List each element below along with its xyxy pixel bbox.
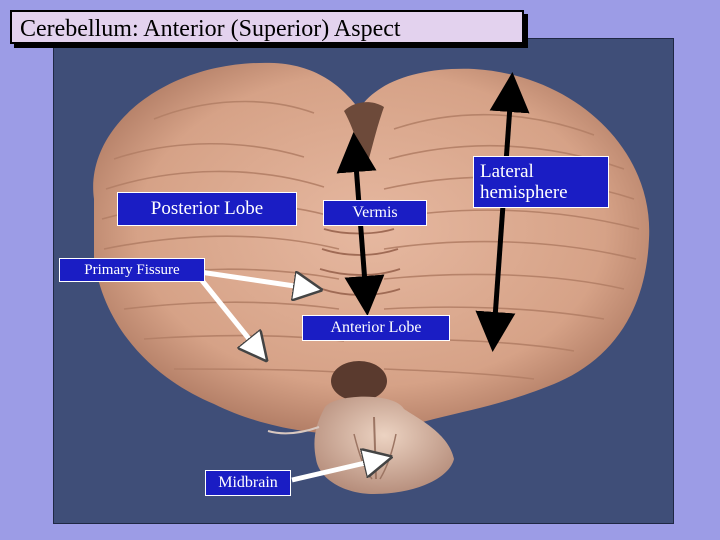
label-lateral-hemisphere: Lateral hemisphere (473, 156, 609, 208)
label-midbrain: Midbrain (205, 470, 291, 496)
slide-title: Cerebellum: Anterior (Superior) Aspect (10, 10, 524, 44)
primary-fissure-arrow-down (198, 276, 258, 350)
label-anterior-lobe: Anterior Lobe (302, 315, 450, 341)
midbrain-arrow (291, 460, 378, 483)
label-primary-fissure: Primary Fissure (59, 258, 205, 282)
label-posterior-lobe: Posterior Lobe (117, 192, 297, 226)
primary-fissure-arrow-right (199, 269, 308, 288)
lateral-hemisphere-double-arrow (475, 72, 530, 352)
label-vermis: Vermis (323, 200, 427, 226)
